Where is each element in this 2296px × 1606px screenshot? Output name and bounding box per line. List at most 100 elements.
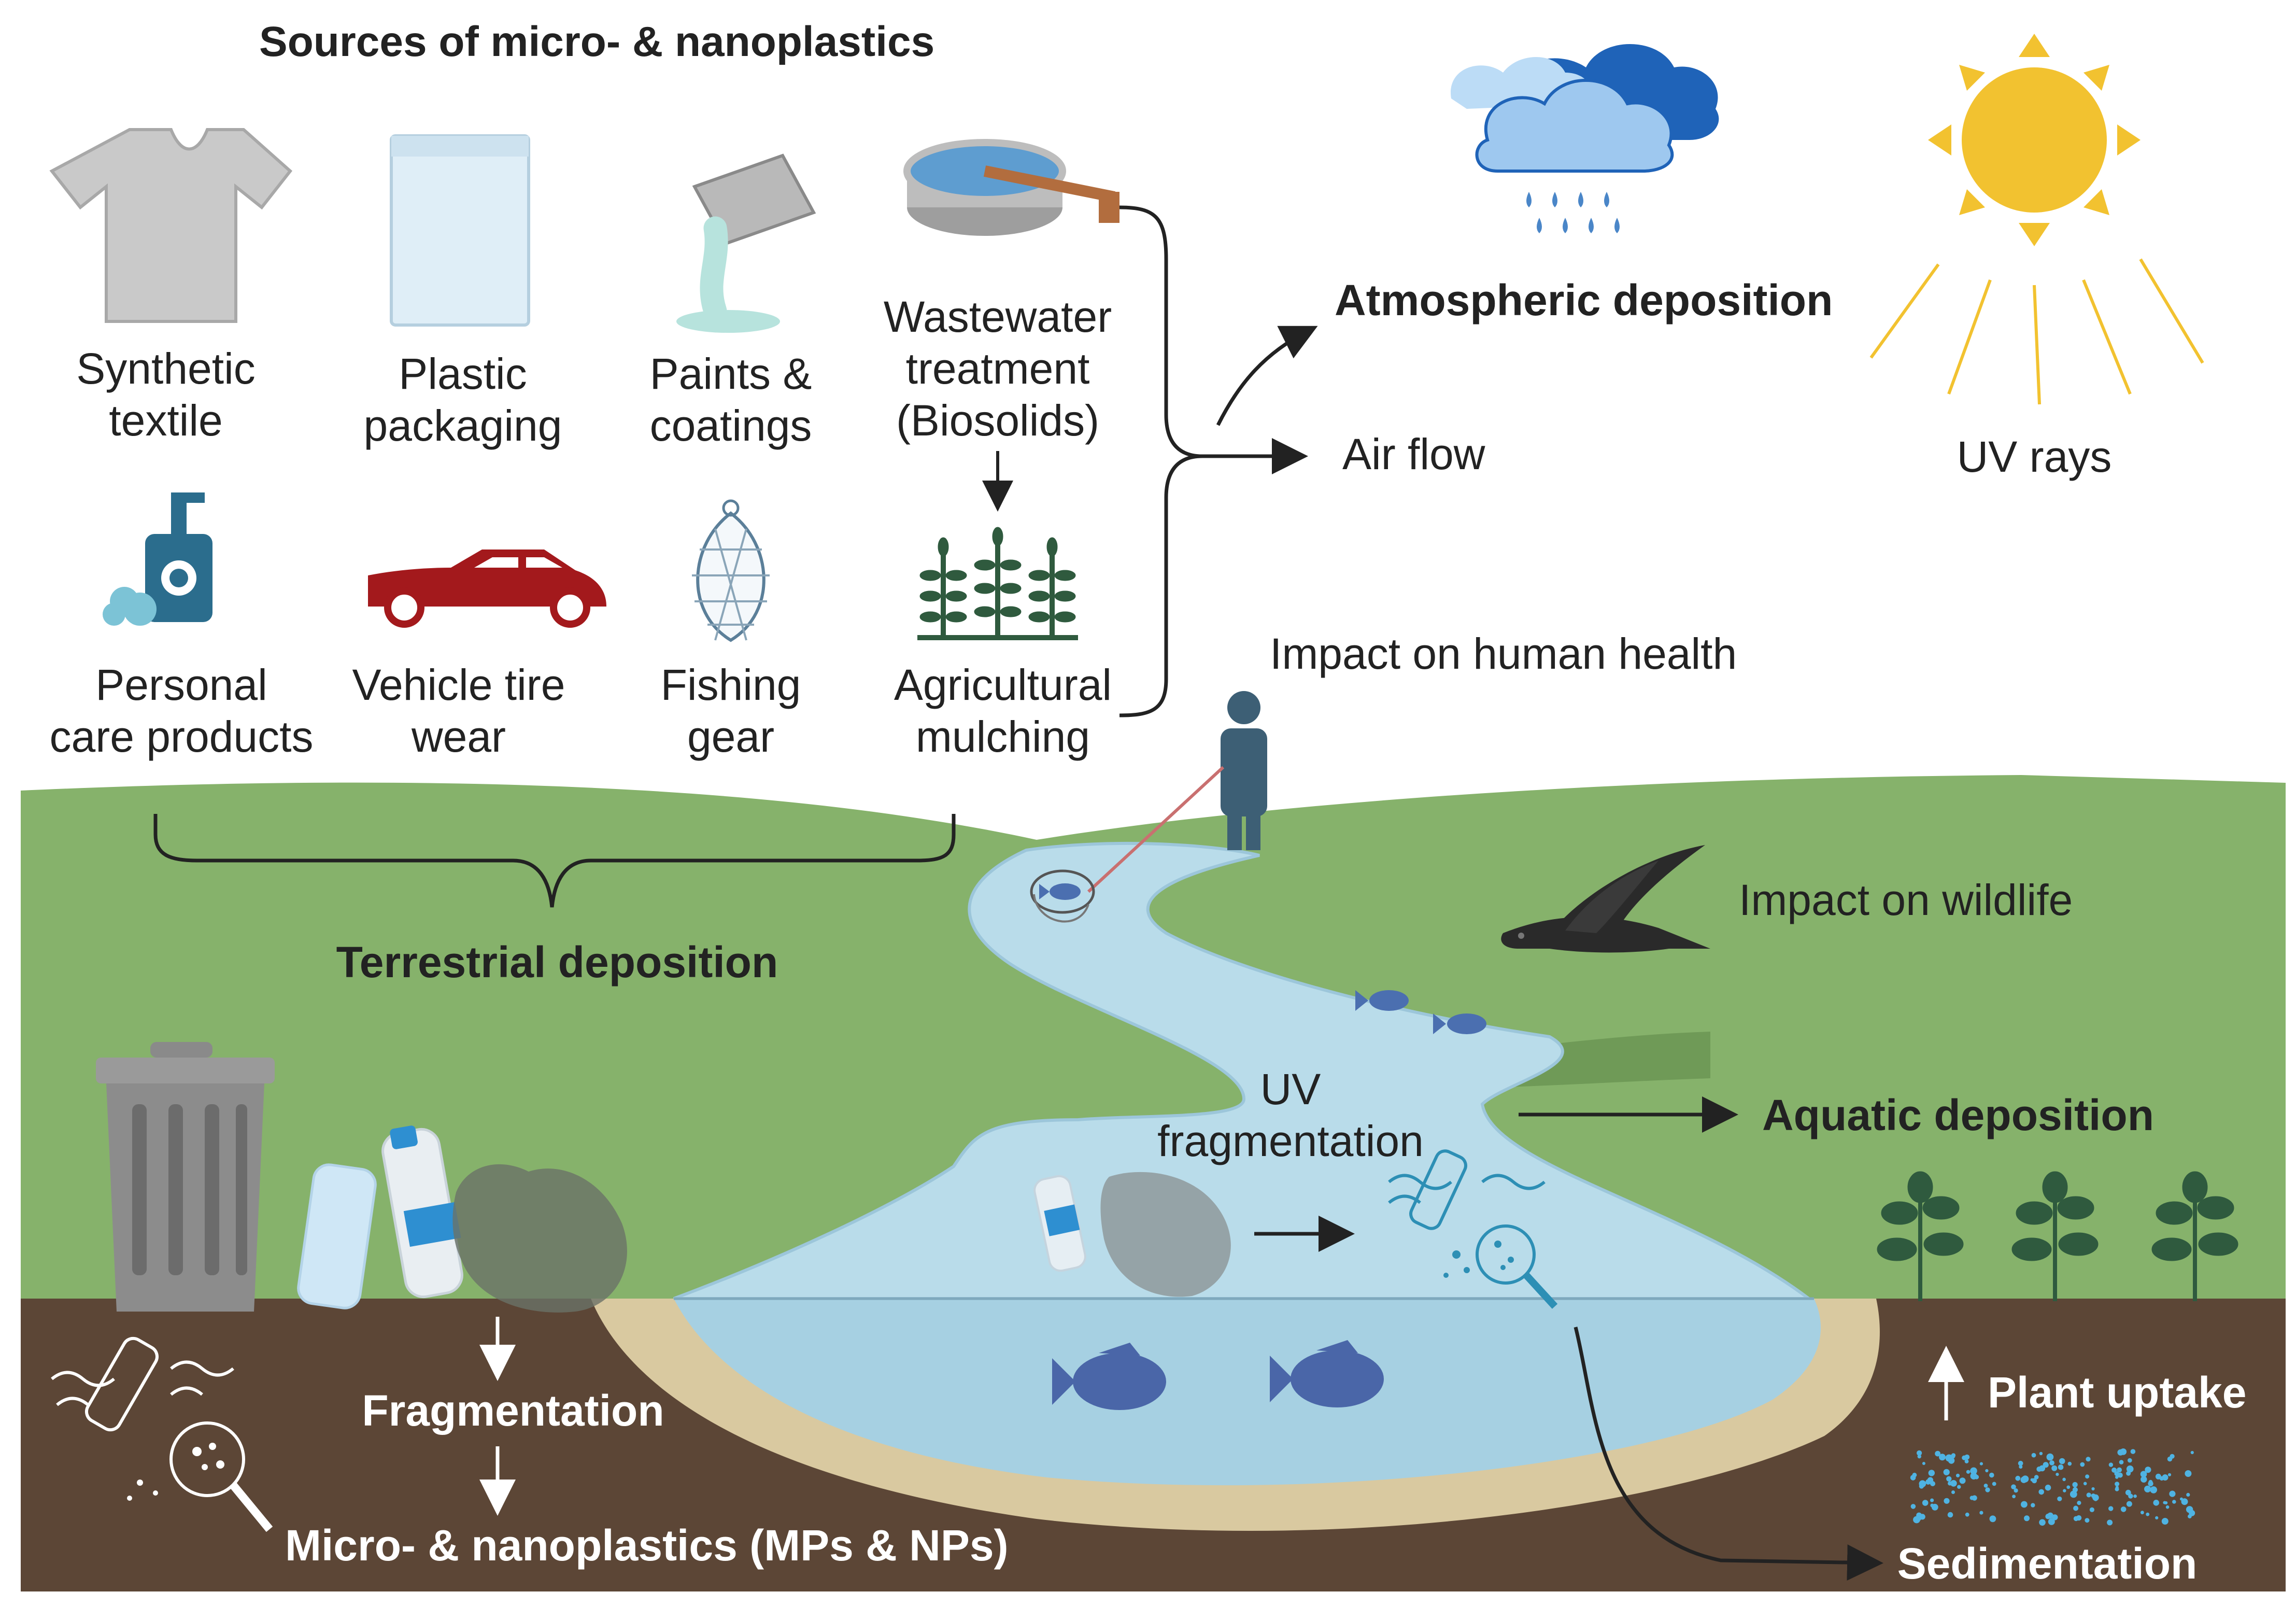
sediment-dot: [2063, 1489, 2066, 1492]
sediment-dot: [2039, 1519, 2046, 1526]
sediment-dot: [1935, 1450, 1941, 1457]
sediment-dot: [2155, 1473, 2161, 1480]
sediment-dot: [2091, 1494, 2096, 1498]
source-label-personal-care-1: Personal: [95, 660, 267, 709]
sediment-dot: [1985, 1469, 1989, 1473]
soap-bottle-icon: [103, 492, 212, 626]
source-label-wastewater-1: Wastewater: [884, 292, 1112, 341]
sediment-dot: [2145, 1467, 2151, 1473]
soil-microplastic-particles: [127, 1443, 224, 1501]
sediment-dot: [2014, 1488, 2018, 1493]
sediment-dot: [2057, 1496, 2062, 1501]
sediment-dot: [2108, 1462, 2114, 1467]
source-label-tire-2: wear: [411, 712, 506, 761]
sediment-dot: [2073, 1505, 2079, 1511]
sediment-dot: [1917, 1454, 1921, 1459]
grass-field: [21, 775, 2286, 1301]
rain-cloud-icon: [1451, 44, 1719, 233]
sediment-dot: [2144, 1485, 2151, 1492]
sediment-dot: [2128, 1458, 2132, 1463]
sediment-dot: [2066, 1485, 2071, 1489]
sedimentation-label: Sedimentation: [1897, 1539, 2198, 1588]
sediment-dot: [2117, 1449, 2124, 1456]
plant-uptake-label: Plant uptake: [1988, 1368, 2246, 1417]
sediment-dot: [1950, 1454, 1955, 1459]
sediment-dot: [2045, 1484, 2051, 1491]
plant-icon: [2011, 1171, 2099, 1301]
river-plastic-bag-icon: [1100, 1172, 1231, 1297]
sediment-dot: [2186, 1492, 2190, 1497]
sediment-dot: [2141, 1476, 2147, 1483]
lake: [674, 1299, 1821, 1486]
landscape: [21, 775, 2286, 1591]
sediment-dot: [2073, 1516, 2079, 1522]
plant-icon: [2151, 1171, 2238, 1301]
terrestrial-brace: [153, 814, 956, 908]
sediment-dot: [1946, 1476, 1952, 1482]
car-icon: [368, 550, 606, 628]
sediment-dot: [1930, 1498, 1934, 1502]
sediment-dot: [2140, 1471, 2147, 1477]
sediment-dot: [2080, 1462, 2085, 1467]
source-label-mulching-1: Agricultural: [894, 660, 1112, 709]
sediment-dot: [2034, 1475, 2039, 1480]
sediment-dot: [2165, 1505, 2170, 1509]
plastic-bag-icon: [390, 134, 530, 327]
hand-net-icon: [1030, 869, 1095, 923]
sediment-dot: [2091, 1487, 2095, 1491]
sediment-dot: [2089, 1507, 2094, 1512]
airflow-label: Air flow: [1342, 430, 1485, 478]
sediment-dot: [2150, 1486, 2158, 1494]
tshirt-icon: [49, 128, 293, 323]
atmospheric-label: Atmospheric deposition: [1335, 276, 1833, 325]
sediment-dot: [2052, 1514, 2058, 1520]
source-label-paints-2: coatings: [650, 401, 812, 450]
uv-fragmentation-label-2: fragmentation: [1157, 1117, 1424, 1165]
sediment-dot: [2049, 1460, 2054, 1466]
sediment-dot: [2190, 1450, 2194, 1455]
fish-icon: [1039, 883, 1081, 900]
sediment-dot: [2172, 1500, 2176, 1504]
sediment-dot: [2012, 1495, 2016, 1499]
sediment-dot: [2126, 1465, 2134, 1473]
sediment-dot: [2021, 1501, 2028, 1508]
sediment-dot: [2180, 1497, 2183, 1501]
sediment-dot: [2125, 1489, 2131, 1496]
sediment-dot: [1951, 1490, 1955, 1494]
sediment-dot: [2185, 1470, 2192, 1477]
sediment-dot: [1970, 1467, 1977, 1475]
sediment-dot: [2039, 1452, 2043, 1456]
source-label-tire-1: Vehicle tire: [352, 660, 565, 709]
sediment-dot: [2146, 1512, 2150, 1516]
sediment-dot: [1922, 1500, 1929, 1506]
fishing-net-icon: [692, 499, 770, 642]
mps-nps-label: Micro- & nanoplastics (MPs & NPs): [285, 1521, 1009, 1570]
crow-icon: [1501, 845, 1710, 953]
uv-fragmentation-label-1: UV: [1260, 1065, 1321, 1114]
sediment-dot: [1964, 1459, 1969, 1463]
sediment-dot: [2086, 1492, 2091, 1498]
sun-icon: [1869, 34, 2204, 405]
sediment-dot: [2031, 1453, 2036, 1458]
sediment-dot: [2133, 1494, 2137, 1498]
sediment-dot: [1931, 1503, 1938, 1511]
fragmenting-bottle-icon: [1388, 1149, 1558, 1309]
trash-can-icon: [96, 1042, 275, 1312]
sediment-dot: [1928, 1470, 1935, 1476]
sediment-dot: [2155, 1516, 2159, 1519]
sediment-dot: [1970, 1472, 1977, 1480]
sediment-dot: [2085, 1518, 2090, 1523]
sediment-dot: [2148, 1481, 2153, 1487]
sediment-dot: [2083, 1482, 2087, 1486]
sediment-dot: [1959, 1477, 1966, 1484]
sediment-dot: [2141, 1511, 2144, 1515]
sediment-dot: [1947, 1512, 1953, 1518]
sediment-dot: [2120, 1506, 2127, 1512]
sediment-dot: [1944, 1498, 1950, 1504]
source-label-personal-care-2: care products: [50, 712, 314, 761]
airflow-bracket: [1119, 205, 1203, 717]
sediment-dot: [2126, 1501, 2132, 1507]
fish-icon: [1052, 1343, 1166, 1410]
sediment-dot: [1948, 1481, 1952, 1486]
